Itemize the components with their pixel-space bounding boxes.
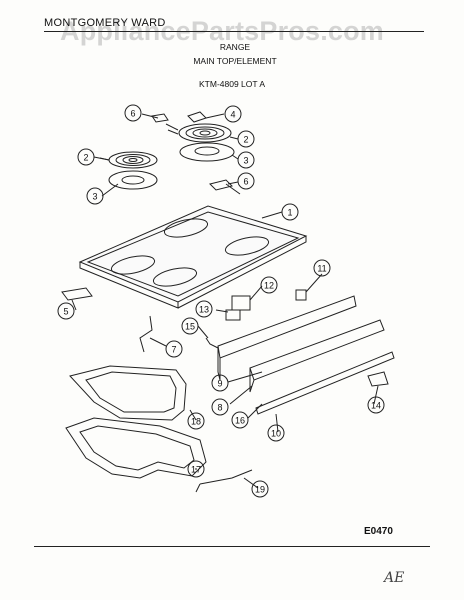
- svg-text:3: 3: [243, 156, 248, 166]
- bottom-rule: [34, 546, 430, 547]
- callout-10: 10: [267, 424, 285, 442]
- wire-harness: [139, 315, 153, 353]
- svg-text:12: 12: [264, 281, 274, 291]
- leader-lines: [71, 113, 379, 489]
- svg-text:9: 9: [217, 379, 222, 389]
- svg-text:17: 17: [191, 465, 201, 475]
- bake-element: [65, 417, 207, 479]
- svg-text:18: 18: [191, 417, 201, 427]
- receptacle-block: [209, 179, 241, 195]
- svg-text:6: 6: [130, 109, 135, 119]
- diagram-subtitle: MAIN TOP/ELEMENT: [193, 56, 277, 66]
- callout-14: 14: [367, 396, 385, 414]
- svg-text:15: 15: [185, 322, 195, 332]
- infinite-switch: [225, 295, 251, 321]
- svg-text:14: 14: [371, 401, 381, 411]
- terminal-block-left: [61, 287, 93, 301]
- svg-text:11: 11: [317, 264, 326, 274]
- svg-text:16: 16: [235, 416, 245, 426]
- svg-text:19: 19: [255, 485, 265, 495]
- svg-text:2: 2: [243, 135, 248, 145]
- svg-text:10: 10: [271, 429, 281, 439]
- diagram-title: RANGE: [219, 42, 251, 52]
- callout-8: 8: [211, 398, 229, 416]
- svg-text:4: 4: [230, 110, 235, 120]
- svg-text:6: 6: [243, 177, 248, 187]
- callout-2: 2: [237, 130, 255, 148]
- callout-18: 18: [187, 412, 205, 430]
- control-panel-rail-middle: [249, 319, 385, 393]
- callout-3: 3: [86, 187, 104, 205]
- svg-text:8: 8: [217, 403, 222, 413]
- indicator-light: [295, 289, 307, 301]
- control-panel-trim-strip: [255, 351, 395, 415]
- control-panel-rail-upper: [217, 295, 357, 381]
- callout-6: 6: [237, 172, 255, 190]
- brand-label: MONTGOMERY WARD: [44, 17, 166, 29]
- svg-text:1: 1: [287, 208, 292, 218]
- callout-19: 19: [251, 480, 269, 498]
- diagram-code: E0470: [364, 526, 393, 537]
- callout-3: 3: [237, 151, 255, 169]
- callout-6: 5: [57, 302, 75, 320]
- callout-13: 13: [195, 300, 213, 318]
- svg-text:7: 7: [171, 345, 176, 355]
- svg-text:3: 3: [92, 192, 97, 202]
- wire-19: [195, 469, 253, 493]
- element-support-bracket: [187, 111, 207, 123]
- callout-9: 9: [211, 374, 229, 392]
- callout-1: 1: [281, 203, 299, 221]
- callout-16: 16: [231, 411, 249, 429]
- knob-bracket: [367, 371, 389, 387]
- handwritten-note: AE: [384, 570, 405, 586]
- callout-5: 6: [124, 104, 142, 122]
- callout-4: 4: [224, 105, 242, 123]
- broil-element: [69, 365, 187, 421]
- drip-pan-left: [108, 170, 158, 190]
- callout-2: 2: [77, 148, 95, 166]
- element-clip: [151, 113, 169, 123]
- surface-element-coil-right: [165, 123, 232, 143]
- svg-text:13: 13: [199, 305, 209, 315]
- callout-15: 15: [181, 317, 199, 335]
- callout-12: 12: [260, 276, 278, 294]
- model-number: KTM-4809 LOT A: [199, 79, 265, 89]
- callout-7: 7: [165, 340, 183, 358]
- svg-text:5: 5: [63, 307, 68, 317]
- drip-pan-right: [179, 142, 235, 162]
- top-rule: [44, 31, 424, 32]
- main-cooktop: [78, 205, 308, 309]
- callout-11: 11: [313, 259, 331, 277]
- callout-17: 17: [187, 460, 205, 478]
- wire-lead: [205, 337, 219, 349]
- svg-text:2: 2: [83, 153, 88, 163]
